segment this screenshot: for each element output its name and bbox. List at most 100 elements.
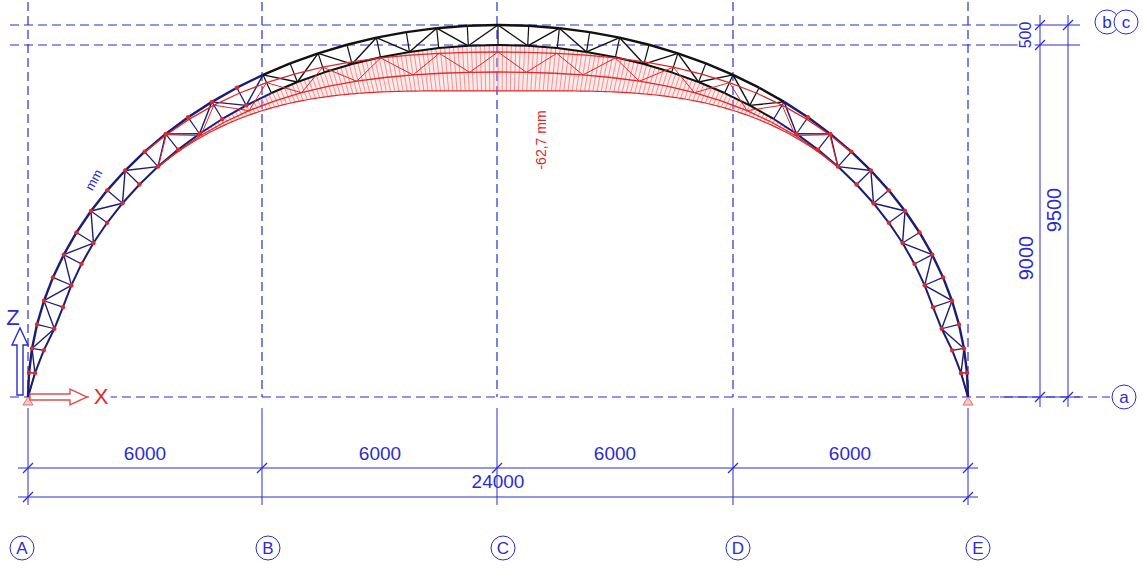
truss-vertical — [188, 117, 199, 133]
truss-joint — [962, 346, 966, 350]
dimension-line — [1040, 15, 1041, 407]
truss-vertical — [145, 152, 158, 167]
deformed-diagonal — [694, 83, 729, 93]
truss-diagonal — [699, 75, 733, 82]
top-chord — [29, 348, 32, 372]
deformed-chord — [639, 81, 667, 86]
deformed-chord — [323, 62, 352, 67]
bottom-chord — [587, 52, 616, 57]
truss-diagonal — [961, 348, 964, 373]
bottom-chord — [857, 184, 874, 203]
dimension-tick — [1035, 20, 1045, 30]
deformed-chord — [782, 105, 807, 119]
truss-joint — [142, 150, 146, 154]
deformed-chord — [498, 71, 526, 73]
bottom-chord — [903, 243, 915, 264]
deformed-chord — [439, 52, 468, 53]
truss-vertical — [699, 63, 706, 82]
deformed-chord — [729, 83, 756, 93]
axis-label: X — [92, 385, 111, 408]
dimension-tick — [257, 463, 267, 473]
truss-vertical — [857, 171, 871, 185]
truss-diagonal — [498, 25, 528, 46]
deflection-diagram — [157, 45, 839, 168]
truss-diagonal — [122, 171, 125, 204]
deformed-chord — [469, 51, 498, 53]
dimension-tick — [23, 463, 33, 473]
top-chord — [37, 301, 44, 325]
bottom-chord — [644, 64, 672, 72]
dimension-tick — [1063, 20, 1073, 30]
grid-bubble: D — [726, 536, 751, 561]
top-chord — [166, 117, 188, 134]
grid-label: c — [1122, 14, 1131, 31]
grid-line — [27, 2, 28, 397]
truss-diagonal — [91, 203, 123, 211]
top-chord — [437, 26, 468, 28]
bottom-chord — [498, 44, 528, 47]
truss-joint — [794, 132, 798, 136]
bottom-chord — [81, 243, 93, 264]
truss-diagonal — [587, 38, 620, 52]
deformed-chord — [644, 62, 673, 67]
deformed-chord — [385, 75, 413, 78]
deformed-chord — [586, 55, 615, 58]
grid-bubble: C — [491, 536, 516, 561]
deflection-value: -62,7 mm — [534, 108, 549, 171]
unit-text: mm — [82, 165, 106, 194]
truss-vertical — [615, 38, 619, 58]
truss-joint — [930, 252, 934, 256]
dimension-text: 6000 — [827, 444, 873, 464]
truss-vertical — [406, 32, 409, 52]
bottom-chord — [35, 350, 44, 373]
truss-joint — [69, 283, 73, 287]
truss-joint — [903, 209, 907, 213]
truss-joint — [887, 188, 891, 192]
truss-joint — [836, 164, 840, 168]
deformed-diagonal — [729, 83, 747, 111]
deformed-diagonal — [830, 135, 838, 167]
deformed-diagonal — [782, 105, 795, 135]
truss-diagonal — [44, 301, 54, 329]
truss-joint — [828, 132, 832, 136]
truss-joint — [51, 275, 55, 279]
deformed-diagonal — [201, 105, 214, 135]
bottom-chord — [889, 223, 903, 243]
truss-vertical — [376, 38, 380, 58]
top-chord — [347, 38, 376, 45]
truss-vertical — [467, 26, 468, 46]
grid-label: b — [1102, 14, 1111, 31]
deformed-chord — [498, 51, 527, 53]
deformed-diagonal — [166, 134, 200, 136]
dimension-text: 6000 — [592, 444, 638, 464]
truss-diagonal — [32, 329, 54, 349]
truss-vertical — [44, 301, 63, 307]
truss-vertical — [290, 63, 297, 82]
bottom-chord — [381, 52, 410, 57]
truss-vertical — [497, 25, 498, 45]
deformed-diagonal — [526, 53, 556, 72]
truss-joint — [30, 346, 34, 350]
truss-vertical — [212, 102, 222, 119]
deformed-diagonal — [302, 67, 323, 92]
truss-joint — [922, 283, 926, 287]
truss-diagonal — [32, 348, 35, 373]
top-chord — [64, 232, 77, 254]
truss-vertical — [347, 45, 352, 64]
grid-bubble: B — [256, 536, 281, 561]
deformed-chord — [615, 58, 644, 62]
extension-line — [733, 408, 734, 505]
truss-diagonal — [91, 211, 93, 243]
grid-label: C — [497, 540, 509, 557]
truss-joint — [220, 117, 224, 121]
dimension-text: 24000 — [470, 472, 527, 492]
deformed-diagonal — [615, 58, 639, 81]
truss-diagonal — [409, 28, 436, 52]
truss-vertical — [91, 211, 107, 223]
deformed-diagonal — [439, 53, 469, 72]
truss-joint — [965, 370, 969, 374]
truss-joint — [950, 348, 954, 352]
truss-joint — [939, 327, 943, 331]
truss-joint — [941, 275, 945, 279]
truss-joint — [163, 132, 167, 136]
